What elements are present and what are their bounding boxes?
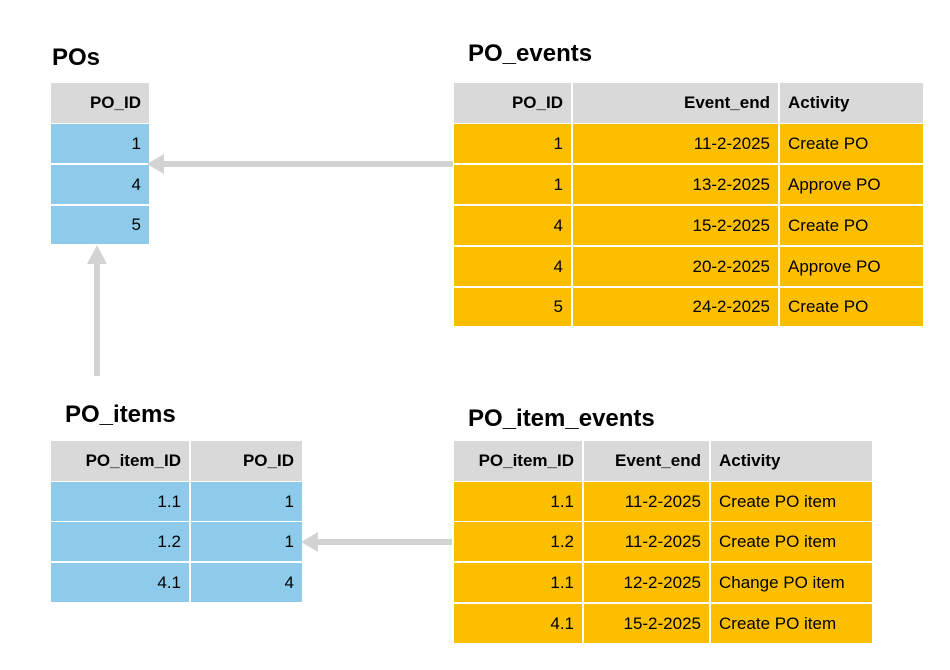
arrow-po-items-to-pos [87,245,107,376]
table-cell: Create PO item [711,604,872,643]
table-row: 4 15-2-2025 Create PO [454,206,923,245]
po-item-events-table-title: PO_item_events [468,405,655,432]
table-cell: 5 [51,206,149,244]
pos-table: PO_ID 1 4 5 [51,83,149,245]
table-row: 1.1 1 [51,482,302,521]
table-cell: 4.1 [454,604,582,643]
table-cell: 12-2-2025 [584,563,709,602]
table-cell: 11-2-2025 [584,522,709,561]
table-cell: 1 [51,124,149,163]
table-row: 1.1 12-2-2025 Change PO item [454,563,872,602]
table-cell: 4 [191,563,302,602]
table-row: 4 [51,165,149,204]
column-header: PO_ID [51,83,149,123]
table-cell: Create PO item [711,482,872,521]
table-cell: 20-2-2025 [573,247,778,286]
table-cell: 11-2-2025 [573,124,778,163]
po-item-events-table: PO_item_ID Event_end Activity 1.1 11-2-2… [454,441,872,643]
table-cell: 15-2-2025 [573,206,778,245]
po-events-table-title: PO_events [468,40,593,67]
table-header-row: PO_item_ID Event_end Activity [454,441,872,481]
column-header: PO_item_ID [51,441,189,481]
table-cell: 11-2-2025 [584,482,709,521]
table-row: 5 24-2-2025 Create PO [454,288,923,326]
po-items-table-title: PO_items [65,401,176,428]
table-cell: 1.2 [51,522,189,561]
column-header: PO_ID [191,441,302,481]
table-row: 1 11-2-2025 Create PO [454,124,923,163]
column-header: PO_ID [454,83,571,123]
table-cell: 1.1 [51,482,189,521]
table-cell: 4 [51,165,149,204]
table-cell: Create PO [780,124,923,163]
table-row: 4 20-2-2025 Approve PO [454,247,923,286]
table-cell: 1 [191,482,302,521]
table-row: 1 [51,124,149,163]
table-header-row: PO_ID Event_end Activity [454,83,923,123]
table-row: 1.1 11-2-2025 Create PO item [454,482,872,521]
column-header: Event_end [573,83,778,123]
table-cell: 4.1 [51,563,189,602]
table-cell: 15-2-2025 [584,604,709,643]
table-cell: 4 [454,247,571,286]
table-cell: 1.1 [454,482,582,521]
table-cell: Change PO item [711,563,872,602]
table-header-row: PO_ID [51,83,149,123]
table-cell: 1 [191,522,302,561]
table-row: 1 13-2-2025 Approve PO [454,165,923,204]
arrow-po-events-to-pos [147,154,453,174]
table-row: 4.1 4 [51,563,302,602]
column-header: Activity [711,441,872,481]
table-cell: 1.1 [454,563,582,602]
table-cell: Create PO [780,288,923,326]
po-items-table: PO_item_ID PO_ID 1.1 1 1.2 1 4.1 4 [51,441,302,602]
table-row: 1.2 11-2-2025 Create PO item [454,522,872,561]
column-header: Event_end [584,441,709,481]
table-cell: Approve PO [780,165,923,204]
table-row: 1.2 1 [51,522,302,561]
table-cell: Approve PO [780,247,923,286]
table-header-row: PO_item_ID PO_ID [51,441,302,481]
table-row: 4.1 15-2-2025 Create PO item [454,604,872,643]
table-cell: 24-2-2025 [573,288,778,326]
table-row: 5 [51,206,149,244]
arrow-po-item-events-to-po-items [301,532,452,552]
table-cell: 1 [454,165,571,204]
table-cell: 13-2-2025 [573,165,778,204]
table-cell: Create PO [780,206,923,245]
table-cell: 1 [454,124,571,163]
table-cell: Create PO item [711,522,872,561]
table-cell: 1.2 [454,522,582,561]
column-header: PO_item_ID [454,441,582,481]
table-cell: 5 [454,288,571,326]
column-header: Activity [780,83,923,123]
table-cell: 4 [454,206,571,245]
pos-table-title: POs [52,44,101,71]
po-events-table: PO_ID Event_end Activity 1 11-2-2025 Cre… [454,83,923,327]
